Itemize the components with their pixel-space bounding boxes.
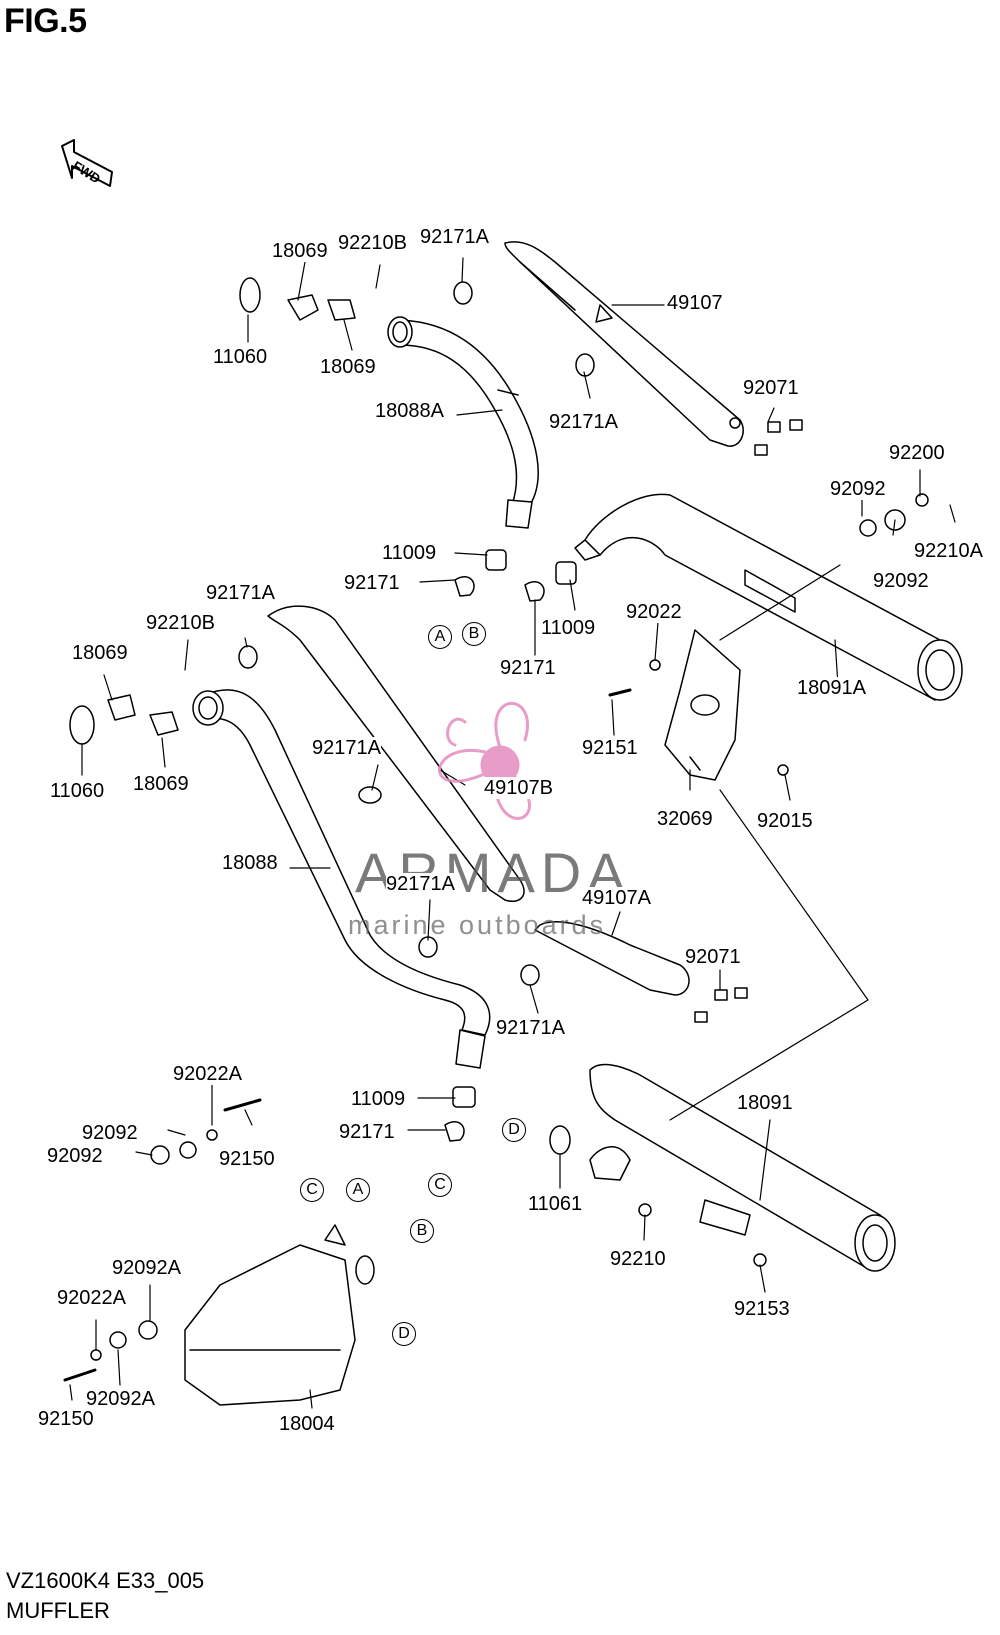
- heat-cover-49107B: [267, 605, 525, 902]
- part-label[interactable]: 92071: [685, 946, 741, 968]
- ref-marker: C: [428, 1173, 452, 1197]
- part-label[interactable]: 18088: [222, 852, 278, 874]
- ref-marker: D: [392, 1322, 416, 1346]
- part-label[interactable]: 92210B: [338, 232, 407, 254]
- bracket-32069: [664, 629, 741, 781]
- part-label[interactable]: 92151: [582, 737, 638, 759]
- section-name: MUFFLER: [6, 1598, 110, 1623]
- heat-cover-49107: [504, 241, 744, 447]
- part-label[interactable]: 92092: [830, 478, 886, 500]
- part-label[interactable]: 92171: [500, 657, 556, 679]
- ref-marker: B: [462, 622, 486, 646]
- part-label[interactable]: 92171A: [549, 411, 618, 433]
- heat-cover-49107A: [534, 921, 690, 996]
- part-label[interactable]: 18091: [737, 1092, 793, 1114]
- part-label[interactable]: 92092: [873, 570, 929, 592]
- part-label[interactable]: 18091A: [797, 677, 866, 699]
- muffler-18091: [589, 1063, 896, 1272]
- part-label[interactable]: 49107A: [582, 887, 651, 909]
- part-label[interactable]: 92210: [610, 1248, 666, 1270]
- ref-marker: C: [300, 1178, 324, 1202]
- part-label[interactable]: 92092A: [86, 1388, 155, 1410]
- part-label[interactable]: 18088A: [375, 400, 444, 422]
- part-label[interactable]: 92015: [757, 810, 813, 832]
- ref-marker: A: [428, 625, 452, 649]
- part-label[interactable]: 92171A: [312, 737, 381, 759]
- part-label[interactable]: 11060: [213, 346, 268, 368]
- part-label[interactable]: 92171: [339, 1121, 395, 1143]
- part-label[interactable]: 18004: [279, 1413, 335, 1435]
- part-label[interactable]: 11009: [351, 1088, 406, 1110]
- part-label[interactable]: 92200: [889, 442, 945, 464]
- part-label[interactable]: 92092: [82, 1122, 138, 1144]
- ref-marker: B: [410, 1219, 434, 1243]
- part-label[interactable]: 92092A: [112, 1257, 181, 1279]
- part-label[interactable]: 18069: [72, 642, 128, 664]
- part-label[interactable]: 92171A: [420, 226, 489, 248]
- part-label[interactable]: 92171A: [386, 873, 455, 895]
- part-label[interactable]: 92210A: [914, 540, 983, 562]
- hardware-clamps: [63, 277, 929, 1382]
- armada-logo-icon: [438, 701, 531, 820]
- part-label[interactable]: 11060: [50, 780, 105, 802]
- part-label[interactable]: 11009: [541, 617, 596, 639]
- part-label[interactable]: 92150: [38, 1408, 94, 1430]
- part-label[interactable]: 92171A: [206, 582, 275, 604]
- diagram-code: VZ1600K4 E33_005: [6, 1568, 205, 1593]
- part-label[interactable]: 92022A: [57, 1287, 126, 1309]
- part-label[interactable]: 92150: [219, 1148, 275, 1170]
- part-label[interactable]: 49107: [667, 292, 723, 314]
- ref-marker: A: [346, 1178, 370, 1202]
- watermark-tagline: marine outboards: [348, 910, 607, 940]
- part-label[interactable]: 18069: [272, 240, 328, 262]
- part-label[interactable]: 92171: [344, 572, 400, 594]
- part-label[interactable]: 92210B: [146, 612, 215, 634]
- part-label[interactable]: 92022: [626, 601, 682, 623]
- ref-marker: D: [502, 1118, 526, 1142]
- collector-18004: [184, 1224, 375, 1406]
- part-label[interactable]: 11061: [528, 1193, 583, 1215]
- part-label[interactable]: 11009: [382, 542, 437, 564]
- part-label[interactable]: 92022A: [173, 1063, 242, 1085]
- exhaust-pipe-18088A: [387, 316, 539, 529]
- part-label[interactable]: 49107B: [484, 777, 553, 799]
- figure-title: FIG.5: [4, 2, 87, 40]
- leader-lines: [69, 257, 956, 1409]
- muffler-18091A: [574, 493, 963, 701]
- exhaust-pipe-18088: [192, 689, 491, 1069]
- part-label[interactable]: 32069: [657, 808, 713, 830]
- forward-arrow-icon: [61, 139, 113, 187]
- part-label[interactable]: 18069: [133, 773, 189, 795]
- part-label[interactable]: 92153: [734, 1298, 790, 1320]
- part-label[interactable]: 92071: [743, 377, 799, 399]
- part-label[interactable]: 92092: [47, 1145, 103, 1167]
- part-label[interactable]: 92171A: [496, 1017, 565, 1039]
- part-label[interactable]: 18069: [320, 356, 376, 378]
